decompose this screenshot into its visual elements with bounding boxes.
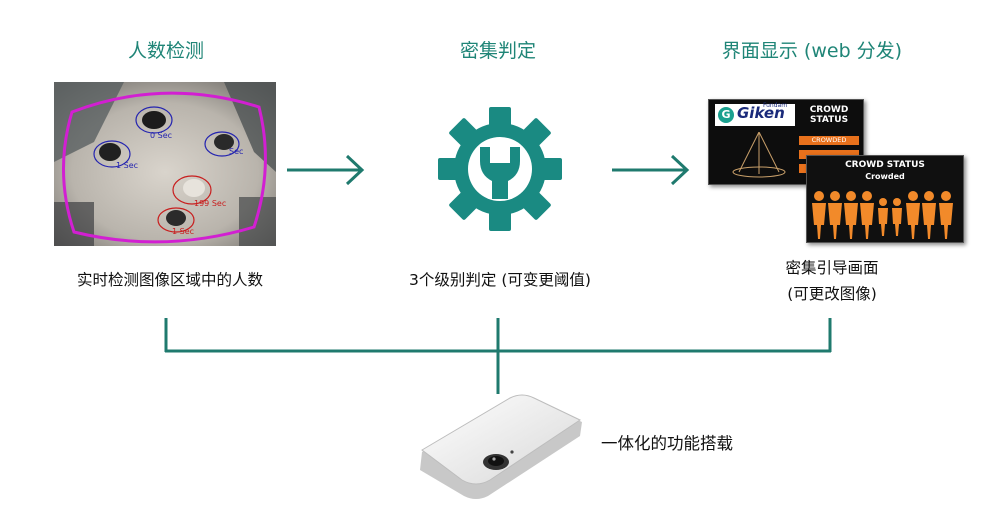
cam-label-3: Sec [229, 147, 243, 156]
connector-bracket [164, 318, 832, 394]
step-title-judgement: 密集判定 [459, 40, 536, 62]
caption-judgement: 3个级别判定 (可变更阈值) [409, 271, 591, 289]
gear-wrench-icon [438, 107, 562, 231]
cam-label-5: 1 Sec [172, 227, 194, 236]
display-screen-2: CROWD STATUS Crowded [806, 155, 964, 243]
giken-logo: G Giken Fundam [715, 102, 795, 126]
screen2-status-title: CROWD STATUS [845, 160, 925, 170]
screen1-crowded-button: CROWDED [799, 136, 859, 145]
arrow-right-icon [612, 154, 690, 186]
screen1-illustration [732, 132, 786, 178]
caption-display-line1: 密集引导画面 [785, 259, 879, 277]
cam-label-4: 199 Sec [194, 199, 226, 208]
step-title-display: 界面显示 (web 分发) [721, 40, 903, 62]
device-caption: 一体化的功能搭载 [601, 434, 733, 453]
caption-display-line2: (可更改图像) [787, 285, 877, 303]
cam-label-2: 1 Sec [116, 161, 138, 170]
crowd-people-icon [812, 191, 953, 239]
sensor-device-image [420, 394, 582, 499]
arrow-right-icon [287, 154, 365, 186]
camera-view-image: 0 Sec 1 Sec Sec 199 Sec 1 Sec [54, 82, 276, 246]
screen1-level-bar [799, 150, 859, 159]
cam-label-1: 0 Sec [150, 131, 172, 140]
screen2-status-value: Crowded [865, 172, 905, 181]
step-title-detection: 人数检测 [127, 40, 204, 62]
caption-detection: 实时检测图像区域中的人数 [76, 271, 263, 289]
screen1-status-title: CROWD STATUS [809, 105, 849, 125]
